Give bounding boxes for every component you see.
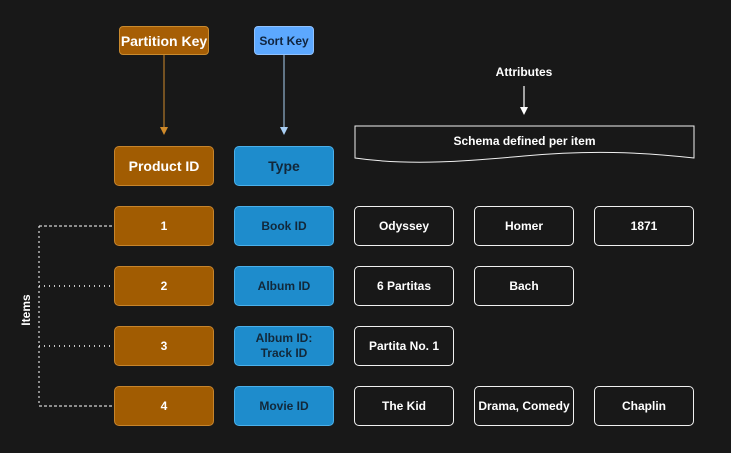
- row-1-attribute-2: Homer: [474, 206, 574, 246]
- sort-key-label: Sort Key: [254, 26, 314, 55]
- items-label: Items: [19, 294, 33, 326]
- row-4-attribute-3: Chaplin: [594, 386, 694, 426]
- row-3-attribute-1: Partita No. 1: [354, 326, 454, 366]
- row-3-partition-key: 3: [114, 326, 214, 366]
- sort-key-header: Type: [234, 146, 334, 186]
- partition-key-arrow-head: [160, 127, 168, 135]
- row-1-partition-key: 1: [114, 206, 214, 246]
- row-3-sort-key: Album ID: Track ID: [234, 326, 334, 366]
- attributes-label: Attributes: [495, 65, 553, 79]
- row-2-sort-key: Album ID: [234, 266, 334, 306]
- row-1-attribute-3: 1871: [594, 206, 694, 246]
- sort-key-arrow-head: [280, 127, 288, 135]
- schema-note: Schema defined per item: [453, 134, 596, 148]
- attributes-arrow-head: [520, 107, 528, 115]
- row-4-attribute-2: Drama, Comedy: [474, 386, 574, 426]
- schema-document-shape: [354, 125, 695, 163]
- row-4-partition-key: 4: [114, 386, 214, 426]
- row-1-sort-key: Book ID: [234, 206, 334, 246]
- row-4-attribute-1: The Kid: [354, 386, 454, 426]
- row-3-sort-key-line-1: Album ID:: [255, 331, 313, 345]
- row-3-sort-key-line-2: Track ID: [260, 346, 308, 360]
- row-4-sort-key: Movie ID: [234, 386, 334, 426]
- row-2-attribute-1: 6 Partitas: [354, 266, 454, 306]
- row-1-attribute-1: Odyssey: [354, 206, 454, 246]
- partition-key-header: Product ID: [114, 146, 214, 186]
- row-2-attribute-2: Bach: [474, 266, 574, 306]
- row-2-partition-key: 2: [114, 266, 214, 306]
- partition-key-label: Partition Key: [119, 26, 209, 55]
